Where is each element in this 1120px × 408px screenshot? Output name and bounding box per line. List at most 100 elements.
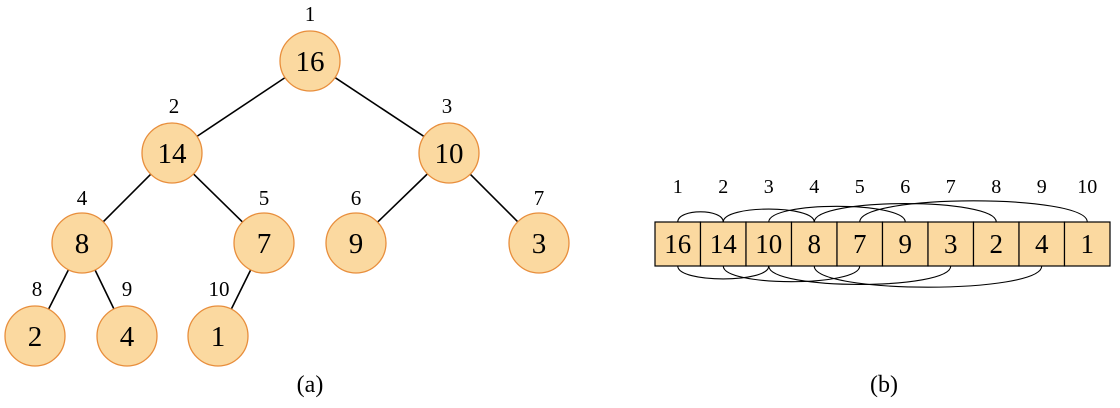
node-index: 5 bbox=[259, 186, 270, 210]
parent-child-arc bbox=[813, 203, 997, 223]
array-index: 2 bbox=[718, 176, 728, 198]
cell-box bbox=[654, 221, 702, 267]
node-index: 9 bbox=[122, 277, 133, 301]
parent-child-arc bbox=[677, 265, 770, 280]
array-cell: 3 bbox=[927, 221, 975, 267]
tree-edge bbox=[47, 269, 70, 310]
node-index: 8 bbox=[32, 277, 43, 301]
array-index: 3 bbox=[764, 176, 774, 198]
parent-child-arc bbox=[859, 200, 1088, 223]
cell-box bbox=[699, 221, 747, 267]
array-cell: 7 bbox=[836, 221, 884, 267]
array-cell: 10 bbox=[745, 221, 793, 267]
parent-child-arc bbox=[768, 205, 906, 223]
array-index: 4 bbox=[809, 176, 819, 198]
array-cell: 8 bbox=[790, 221, 838, 267]
cell-box bbox=[790, 221, 838, 267]
node-circle bbox=[508, 212, 570, 274]
cell-box bbox=[927, 221, 975, 267]
cell-value: 9 bbox=[899, 229, 913, 259]
cell-value: 4 bbox=[1035, 229, 1049, 259]
parent-child-arc bbox=[813, 265, 1043, 288]
tree-node: 37 bbox=[508, 186, 570, 274]
tree-edge bbox=[196, 76, 286, 138]
cell-value: 7 bbox=[853, 229, 867, 259]
node-circle bbox=[141, 122, 203, 184]
tree-node: 10 3 bbox=[418, 94, 480, 184]
node-value: 9 bbox=[349, 228, 364, 260]
array-caption: (b) bbox=[870, 372, 898, 398]
node-value: 14 bbox=[158, 138, 188, 170]
node-circle bbox=[325, 212, 387, 274]
array-cell: 14 bbox=[699, 221, 747, 267]
node-index: 2 bbox=[169, 94, 180, 118]
node-value: 1 bbox=[211, 321, 226, 353]
node-index: 7 bbox=[534, 186, 545, 210]
tree-node: 28 bbox=[4, 277, 66, 367]
tree-caption: (a) bbox=[297, 372, 324, 398]
tree-node: 1 10 bbox=[187, 277, 249, 367]
parent-child-arc bbox=[722, 265, 861, 283]
cell-box bbox=[1018, 221, 1066, 267]
tree-node: 16 1 bbox=[279, 2, 341, 92]
array-cell: 4 bbox=[1018, 221, 1066, 267]
node-index: 6 bbox=[351, 186, 362, 210]
node-value: 7 bbox=[257, 228, 272, 260]
tree-edge bbox=[377, 173, 428, 223]
tree-edge bbox=[469, 173, 519, 223]
tree-edge bbox=[94, 269, 115, 310]
node-circle bbox=[96, 305, 158, 367]
tree-node: 96 bbox=[325, 186, 387, 274]
node-value: 16 bbox=[296, 46, 325, 78]
array-cell: 2 bbox=[972, 221, 1020, 267]
tree-edge bbox=[102, 173, 152, 223]
cell-value: 8 bbox=[808, 229, 822, 259]
node-index: 10 bbox=[209, 277, 230, 301]
tree-edge bbox=[192, 173, 244, 223]
tree-node: 14 2 bbox=[141, 94, 203, 184]
cell-box bbox=[972, 221, 1020, 267]
array-index: 8 bbox=[991, 176, 1001, 198]
cell-box bbox=[881, 221, 929, 267]
parent-child-arc bbox=[722, 208, 815, 223]
parent-child-arc bbox=[768, 265, 952, 285]
node-circle bbox=[279, 30, 341, 92]
node-circle bbox=[4, 305, 66, 367]
array-cell: 9 bbox=[881, 221, 929, 267]
node-circle bbox=[418, 122, 480, 184]
node-index: 1 bbox=[305, 2, 316, 26]
cell-value: 2 bbox=[990, 229, 1004, 259]
node-circle bbox=[187, 305, 249, 367]
array-cell: 16 bbox=[654, 221, 702, 267]
array-index: 10 bbox=[1077, 176, 1097, 198]
parent-child-arcs bbox=[677, 200, 1088, 288]
cell-box bbox=[1063, 221, 1111, 267]
node-value: 8 bbox=[75, 228, 90, 260]
node-circle bbox=[233, 212, 295, 274]
parent-child-arc bbox=[677, 211, 724, 223]
node-index: 3 bbox=[442, 94, 453, 118]
tree-node: 75 bbox=[233, 186, 295, 274]
node-value: 10 bbox=[435, 138, 464, 170]
node-index: 4 bbox=[77, 186, 88, 210]
tree-edges bbox=[47, 76, 519, 310]
array-index: 6 bbox=[900, 176, 910, 198]
cell-value: 16 bbox=[664, 229, 691, 259]
cell-value: 14 bbox=[710, 229, 738, 259]
cell-value: 3 bbox=[944, 229, 958, 259]
array-index: 7 bbox=[946, 176, 956, 198]
tree-node: 49 bbox=[96, 277, 158, 367]
tree-node: 84 bbox=[51, 186, 113, 274]
node-value: 3 bbox=[532, 228, 547, 260]
node-circle bbox=[51, 212, 113, 274]
array-index: 5 bbox=[855, 176, 865, 198]
node-value: 4 bbox=[120, 321, 135, 353]
array-cell: 1 bbox=[1063, 221, 1111, 267]
array-index: 9 bbox=[1037, 176, 1047, 198]
